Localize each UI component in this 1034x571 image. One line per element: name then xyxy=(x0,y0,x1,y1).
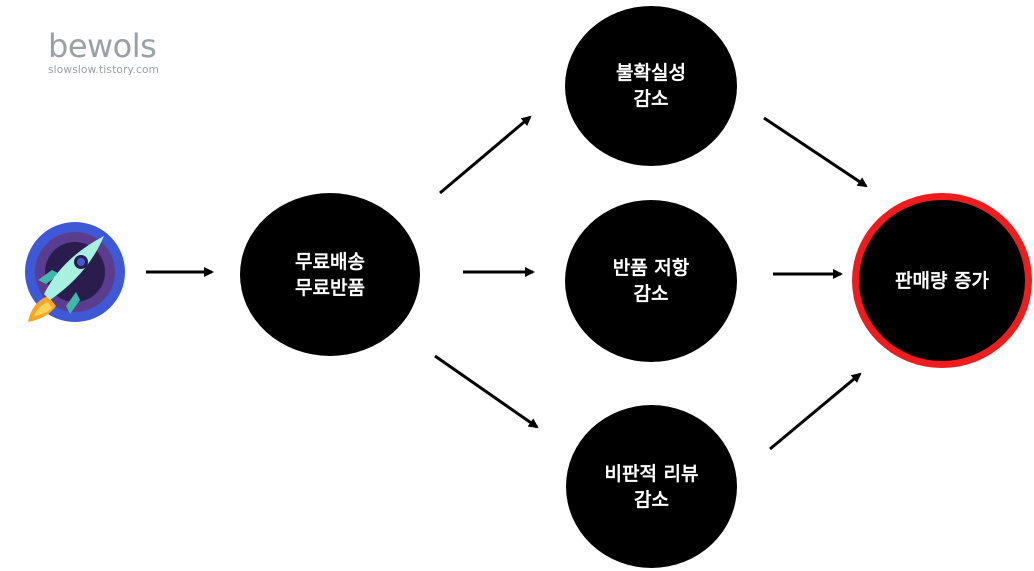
rocket-icon xyxy=(25,222,125,322)
node-cause-line1: 무료배송 xyxy=(295,250,365,273)
arrow-uncertainty-to-result xyxy=(763,116,868,188)
brand-logo: bewols slowslow.tistory.com xyxy=(48,30,159,76)
brand-url: slowslow.tistory.com xyxy=(48,64,160,76)
rocket-window-glass xyxy=(77,258,85,266)
node-result-line1: 판매량 증가 xyxy=(894,269,989,292)
node-reviews-line1: 비판적 리뷰 xyxy=(604,462,699,485)
rocket-fin-left xyxy=(38,270,60,284)
node-resistance-line1: 반품 저항 xyxy=(612,257,690,279)
rocket-fin-right xyxy=(66,292,80,314)
node-resistance: 반품 저항 감소 xyxy=(565,200,737,362)
node-reviews: 비판적 리뷰 감소 xyxy=(566,405,737,568)
node-uncertainty-line1: 불확실성 xyxy=(616,62,686,84)
brand-name: bewols xyxy=(48,27,157,65)
node-cause-line2: 무료반품 xyxy=(295,276,365,299)
arrow-reviews-to-result xyxy=(769,372,862,451)
node-uncertainty-line2: 감소 xyxy=(633,88,669,110)
arrow-cause-to-uncertainty xyxy=(439,115,532,195)
rocket-flame-core xyxy=(34,302,52,316)
node-uncertainty: 불확실성 감소 xyxy=(565,6,737,166)
node-result: 판매량 증가 xyxy=(852,193,1032,368)
node-reviews-line2: 감소 xyxy=(634,488,669,511)
node-cause: 무료배송 무료반품 xyxy=(240,193,420,356)
arrow-cause-to-reviews xyxy=(434,354,539,429)
node-resistance-line2: 감소 xyxy=(633,283,669,305)
rocket-body xyxy=(44,236,104,300)
